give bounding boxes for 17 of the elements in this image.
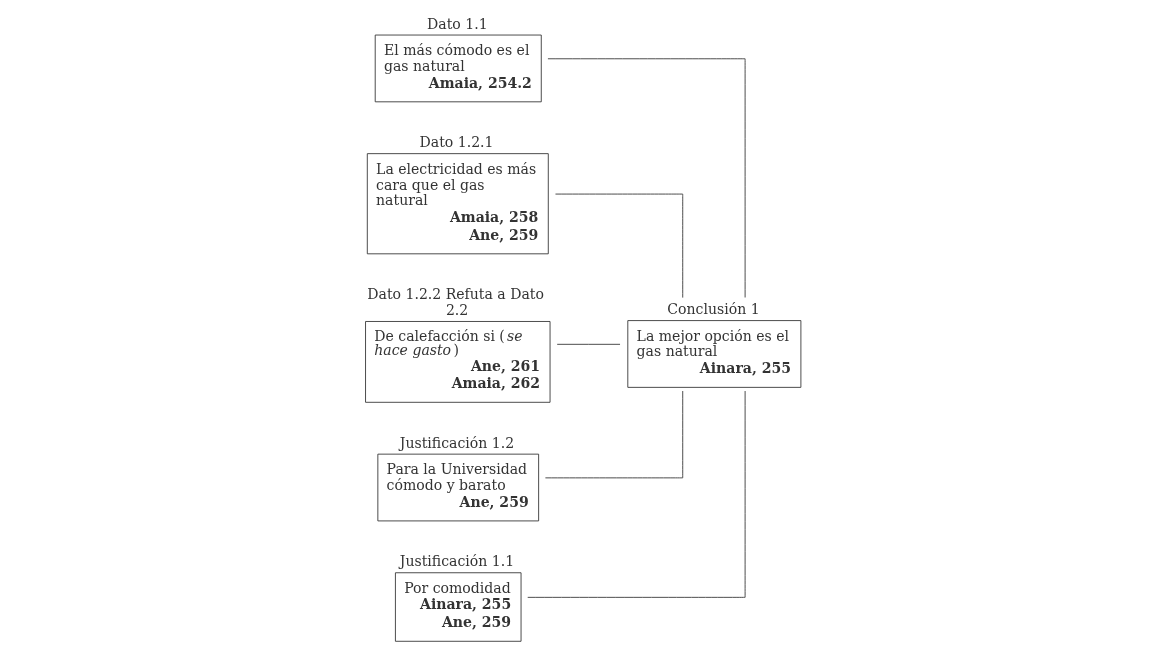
node-box: Por comodidad Ainara, 255 Ane, 259 xyxy=(394,572,521,642)
node-box: Para la Universidad cómodo y barato Ane, 259 xyxy=(376,453,539,522)
connector xyxy=(556,343,620,345)
node-box: La mejor opción es el gas natural Ainara, 255 xyxy=(626,320,801,388)
node-label: Dato 1.2.1 xyxy=(419,134,494,151)
connector xyxy=(544,390,683,479)
node-box: La electricidad es más cara que el gas natural Amaia, 258 Ane, 259 xyxy=(366,153,549,255)
node-label: Justificación 1.1 xyxy=(399,553,514,570)
connector xyxy=(554,193,683,299)
connector xyxy=(546,58,746,298)
node-label: Conclusión 1 xyxy=(666,301,760,318)
node-box: De calefacción si (se hace gasto) Ane, 261 Amaia, 262 xyxy=(364,321,550,403)
node-label: Dato 1.1 xyxy=(426,15,488,32)
connector xyxy=(526,390,746,598)
node-label: Justificación 1.2 xyxy=(399,434,514,451)
node-label: Dato 1.2.2 Refuta a Dato 2.2 xyxy=(366,286,544,319)
node-box: El más cómodo es el gas natural Amaia, 254.2 xyxy=(374,34,542,103)
